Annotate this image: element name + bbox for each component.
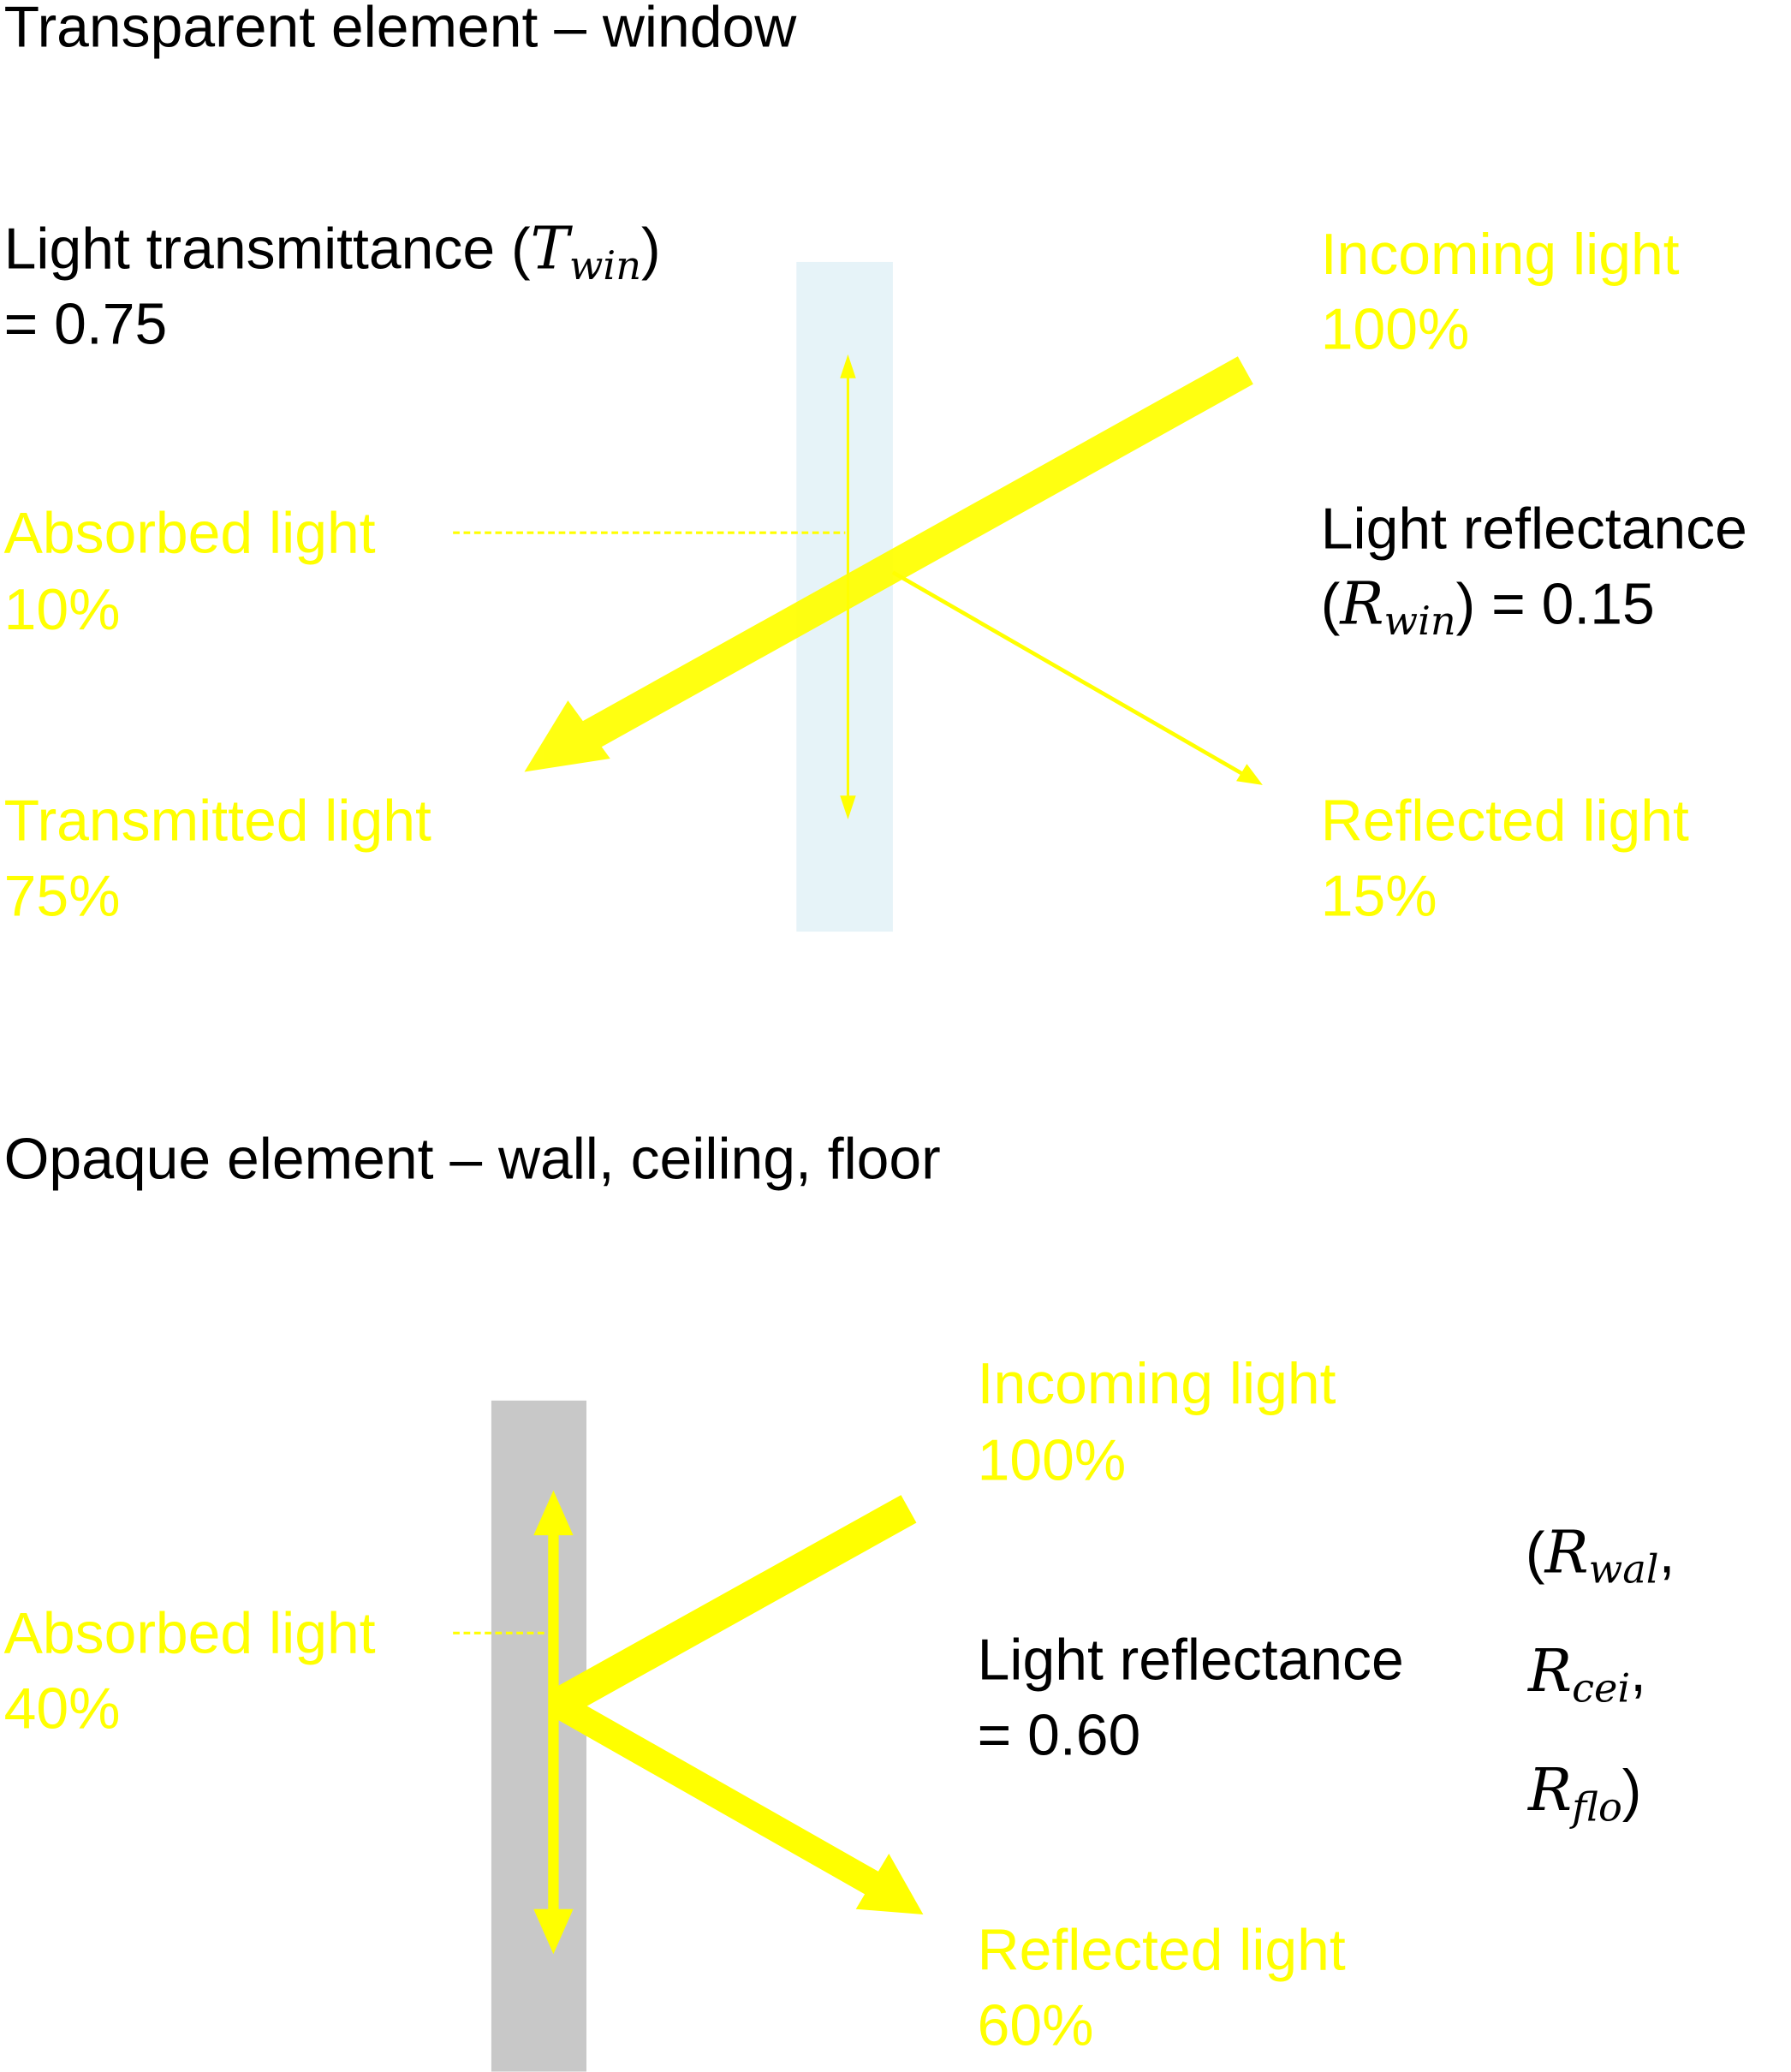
transmittance-label: Light transmittance (Twin) <box>4 216 661 289</box>
window-incoming-label: Incoming light <box>1321 223 1680 287</box>
transmittance-value: = 0.75 <box>4 293 168 357</box>
opaque-incoming-value: 100% <box>978 1428 1127 1492</box>
window-absorbed-label: Absorbed light <box>4 501 376 565</box>
window-transmitted-value: 75% <box>4 865 121 929</box>
symbol-r-floor: Rflo) <box>1526 1757 1641 1830</box>
opaque-section-title: Opaque element – wall, ceiling, floor <box>4 1128 941 1192</box>
window-reflectance-label: Light reflectance <box>1321 497 1747 562</box>
window-reflectance-value: (Rwin) = 0.15 <box>1321 571 1655 644</box>
opaque-reflected-arrow <box>550 1693 924 1914</box>
window-reflected-arrow <box>891 570 1263 785</box>
window-transmitted-arrow <box>524 356 1253 772</box>
symbol-r-ceiling: Rcei, <box>1526 1638 1646 1711</box>
window-absorbed-value: 10% <box>4 578 121 642</box>
symbol-r-wall: (Rwal, <box>1526 1519 1675 1592</box>
opaque-reflected-value: 60% <box>978 1994 1094 2058</box>
opaque-incoming-arrow <box>550 1495 917 1718</box>
window-reflected-label: Reflected light <box>1321 789 1689 854</box>
opaque-reflected-label: Reflected light <box>978 1919 1346 1983</box>
window-incoming-value: 100% <box>1321 298 1470 362</box>
wall-element <box>491 1400 586 2072</box>
window-section-title: Transparent element – window <box>4 0 798 59</box>
opaque-reflectance-value: = 0.60 <box>978 1703 1141 1767</box>
opaque-absorbed-arrow <box>533 1490 574 1955</box>
opaque-absorbed-value: 40% <box>4 1676 121 1741</box>
window-transmitted-label: Transmitted light <box>4 789 431 854</box>
window-reflected-value: 15% <box>1321 865 1437 929</box>
opaque-incoming-label: Incoming light <box>978 1352 1336 1416</box>
opaque-reflectance-label: Light reflectance <box>978 1628 1404 1692</box>
opaque-absorbed-label: Absorbed light <box>4 1601 376 1665</box>
